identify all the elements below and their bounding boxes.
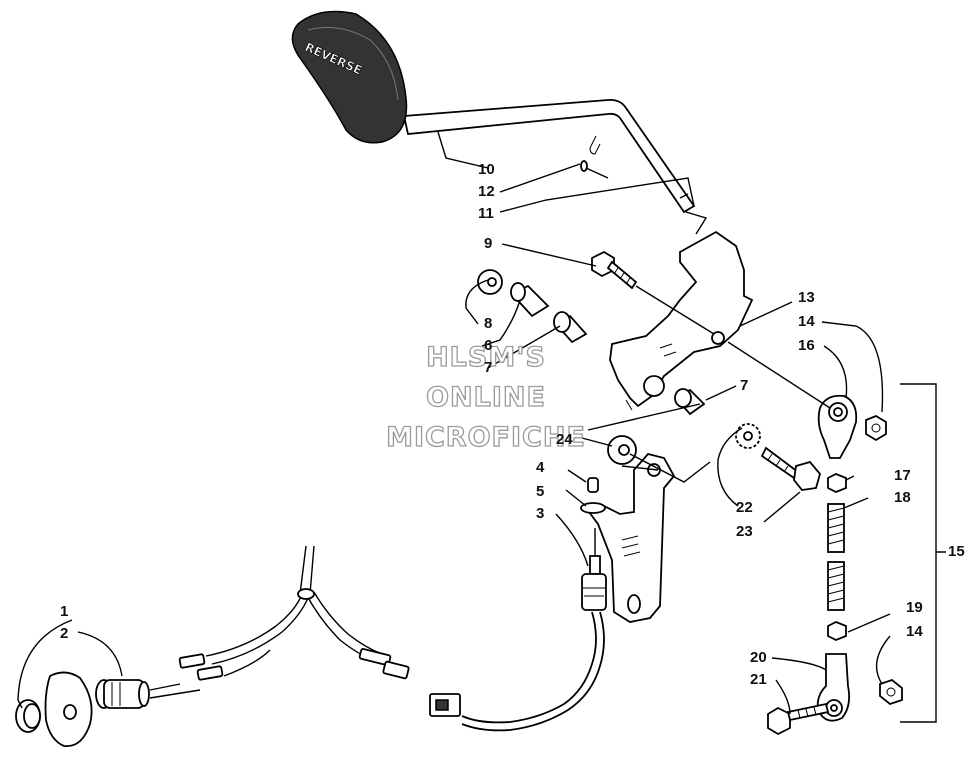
plate (44, 671, 93, 747)
cotter-pin (580, 135, 609, 179)
part-label: 8 (484, 315, 492, 332)
part-label: 18 (894, 489, 911, 506)
part-label: 3 (536, 505, 544, 522)
part-label: 13 (798, 289, 815, 306)
part-label: 6 (484, 337, 492, 354)
leader-lines (17, 131, 891, 715)
switch-4 (580, 477, 606, 514)
bolt-23 (760, 446, 821, 491)
nut-19 (827, 621, 847, 641)
watermark-line-2: ONLINE (426, 382, 546, 413)
part-label: 2 (60, 625, 68, 642)
nut-14-top (865, 414, 887, 442)
switch-body (429, 528, 607, 732)
rod-end-16 (817, 394, 858, 459)
bushing-6 (510, 282, 550, 318)
part-label: 7 (484, 359, 492, 376)
nut-14-bottom (879, 678, 903, 706)
part-label: 22 (736, 499, 753, 516)
part-label: 15 (948, 543, 965, 560)
part-label: 1 (60, 603, 68, 620)
part-label: 20 (750, 649, 767, 666)
part-label: 23 (736, 523, 753, 540)
bolt-9 (591, 250, 638, 290)
main-bracket (609, 230, 754, 411)
bushing-7b (674, 388, 706, 416)
wiring-harness (149, 545, 410, 699)
part-label: 24 (556, 431, 573, 448)
part-label: 7 (740, 377, 748, 394)
bolt-21 (767, 702, 830, 736)
part-label: 19 (906, 599, 923, 616)
watermark-line-1: HLSM'S (426, 342, 546, 373)
switch-2 (95, 679, 150, 709)
part-number-labels: 1 2 3 4 5 6 7 7 8 9 10 11 12 13 14 14 15… (60, 161, 965, 688)
part-label: 14 (906, 623, 923, 640)
part-label: 12 (478, 183, 495, 200)
part-label: 5 (536, 483, 544, 500)
watermark: HLSM'S ONLINE MICROFICHE (385, 341, 586, 453)
star-washer-22 (735, 423, 761, 449)
bezel-1 (15, 699, 41, 733)
part-label: 11 (478, 205, 494, 222)
part-label: 17 (894, 467, 911, 484)
part-label: 16 (798, 337, 815, 354)
rod-18 (827, 503, 845, 611)
washer-24 (607, 435, 637, 465)
watermark-line-3: MICROFICHE (386, 422, 586, 453)
part-label: 4 (536, 459, 545, 476)
nut-17 (827, 473, 847, 493)
reverse-lever: REVERSE (291, 10, 696, 214)
part-label: 9 (484, 235, 492, 252)
bracket-15 (900, 383, 946, 723)
part-label: 21 (750, 671, 767, 688)
part-label: 14 (798, 313, 815, 330)
part-label: 10 (478, 161, 495, 178)
washer-8 (477, 269, 503, 295)
bushing-7a (553, 311, 588, 344)
